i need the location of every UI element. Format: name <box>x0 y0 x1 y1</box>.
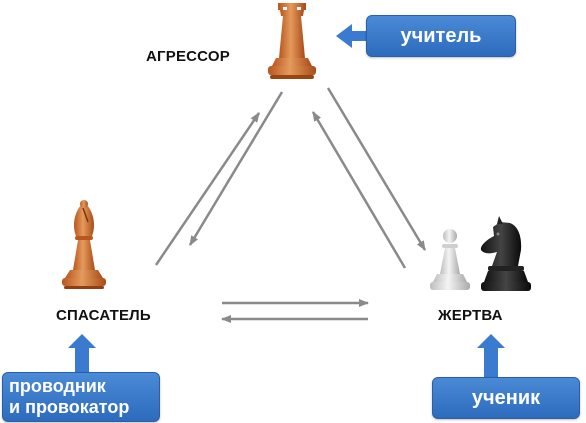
guide-pointer-arrow <box>68 334 96 374</box>
guide-provocateur-tag: проводник и провокатор <box>2 372 160 422</box>
guide-tag-line2: и провокатор <box>9 397 130 417</box>
knight-icon <box>480 216 531 291</box>
teacher-pointer-arrow <box>336 24 372 48</box>
arrow-aggressor-to-victim <box>326 87 427 251</box>
student-pointer-arrow <box>477 334 505 380</box>
bishop-icon <box>62 200 106 289</box>
student-tag: ученик <box>432 377 580 419</box>
rook-icon <box>268 3 316 79</box>
teacher-tag: учитель <box>366 15 516 57</box>
arrow-victim-to-aggressor <box>311 111 407 269</box>
rescuer-label: СПАСАТЕЛЬ <box>56 307 151 324</box>
arrow-aggressor-to-rescuer <box>188 91 284 246</box>
victim-label: ЖЕРТВА <box>438 307 503 324</box>
arrow-rescuer-to-aggressor <box>154 112 261 266</box>
guide-tag-line1: проводник <box>9 376 106 396</box>
pawn-icon <box>430 229 470 290</box>
aggressor-label: АГРЕССОР <box>146 48 230 65</box>
